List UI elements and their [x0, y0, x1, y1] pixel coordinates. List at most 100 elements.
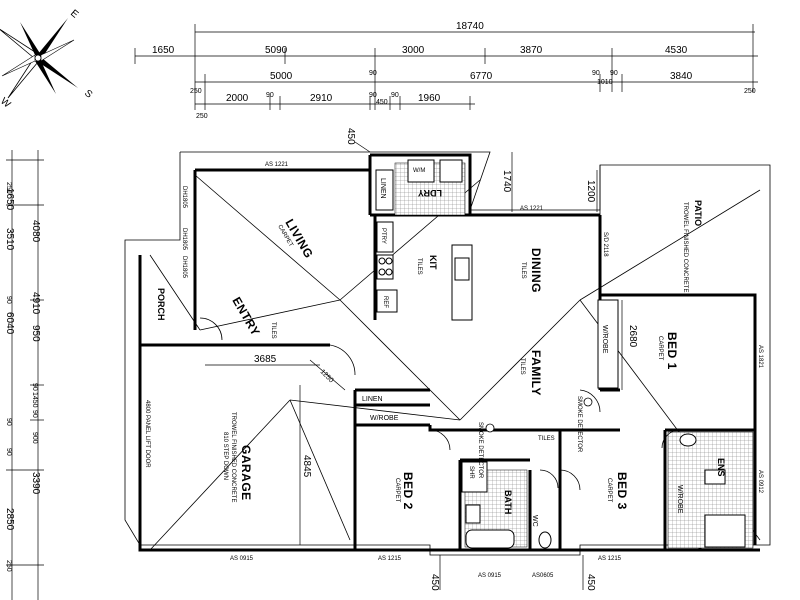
win-as1221-a: AS 1221 — [265, 162, 289, 168]
ldim-16: 2850 — [4, 508, 15, 531]
room-wm: W/M — [413, 168, 425, 174]
room-family-floor: TILES — [519, 358, 525, 375]
pantry-box — [376, 221, 394, 253]
dim-3685: 3685 — [254, 354, 277, 365]
ldim-9: 90 — [31, 383, 38, 391]
dim-low-1: 2000 — [226, 93, 249, 104]
room-ens: ENS — [716, 458, 726, 477]
win-as1215-a: AS 1215 — [378, 556, 402, 562]
dim-low-5: 450 — [376, 99, 388, 106]
dim-mid-3: 6770 — [470, 71, 493, 82]
dim-1250: 1250 — [319, 368, 335, 384]
win-as0605: AS0605 — [532, 573, 554, 579]
room-wc: WC — [531, 515, 538, 527]
win-as1215-b: AS 1215 — [598, 556, 622, 562]
linen-cupboard — [375, 169, 394, 211]
room-patio: PATIO — [693, 200, 703, 226]
ldim-17: 250 — [5, 560, 12, 572]
room-patio-floor: TROWEL FINISHED CONCRETE — [682, 202, 688, 292]
room-bath: BATH — [503, 490, 513, 514]
room-garage-step: 810 STEP DOWN — [222, 432, 228, 480]
dim-low-4: 90 — [369, 92, 377, 99]
room-wrobe-3: W/ROBE — [676, 485, 683, 514]
room-bed1-floor: CARPET — [657, 336, 663, 361]
ens-vanity-icon — [704, 469, 726, 485]
ldim-12: 90 — [5, 418, 12, 426]
win-as0915-b: AS 0915 — [478, 573, 502, 579]
ldim-11: 90 — [31, 410, 38, 418]
dim-mid-5: 90 — [610, 70, 618, 77]
room-family: FAMILY — [529, 350, 543, 396]
room-porch: PORCH — [156, 288, 166, 321]
room-shr: SHR — [468, 466, 474, 479]
smoke-detector-icons — [485, 397, 593, 433]
bath-vanity-icon — [465, 504, 481, 524]
dim-low-end-1: 250 — [196, 113, 208, 120]
laundry-tub-icon — [439, 159, 463, 183]
kitchen-island — [451, 244, 473, 321]
ldim-8: 6040 — [4, 312, 15, 335]
walls — [138, 153, 760, 552]
dim-mid-end-2: 1010 — [597, 79, 613, 86]
dim-mid-end-3: 250 — [744, 88, 756, 95]
fixtures — [375, 159, 746, 549]
left-dimensions — [6, 150, 44, 600]
dim-4845: 4845 — [301, 455, 312, 478]
room-bed2: BED 2 — [401, 472, 415, 510]
dim-overall: 18740 — [456, 21, 484, 32]
dim-low-7: 1960 — [418, 93, 441, 104]
room-bed3: BED 3 — [615, 472, 629, 510]
compass-s: S — [82, 88, 94, 101]
room-garage-floor: TROWEL FINISHED CONCRETE — [230, 412, 236, 502]
win-as1821: AS 1821 — [757, 345, 763, 369]
dim-450-b2: 450 — [585, 574, 596, 591]
ldim-15: 90 — [5, 448, 12, 456]
dim-mid-6: 3840 — [670, 71, 693, 82]
dim-low-3: 2910 — [310, 93, 333, 104]
room-bed2-floor: CARPET — [394, 478, 400, 503]
ldim-13: 900 — [31, 432, 38, 444]
dim-top-1: 1650 — [152, 45, 175, 56]
room-dining: DINING — [529, 248, 543, 293]
dim-mid-4: 90 — [592, 70, 600, 77]
win-sd2118: S/D 2118 — [602, 232, 608, 257]
ens-toilet-icon — [679, 433, 697, 447]
bed1-wardrobe — [597, 299, 619, 389]
top-dimensions — [134, 24, 758, 110]
room-linen-1: LINEN — [379, 178, 386, 199]
smoke-detector-2: SMOKE DETECTOR — [477, 422, 483, 479]
room-fridge: REF — [382, 296, 388, 308]
compass-rose-icon: E W S — [0, 8, 95, 111]
ens-shower — [704, 514, 746, 548]
doors — [199, 317, 681, 491]
room-hall-floor: TILES — [538, 436, 555, 442]
ldim-10: 1450 — [31, 392, 38, 408]
dim-2680: 2680 — [627, 325, 638, 348]
ldim-2: 1650 — [4, 188, 15, 211]
fridge-box — [376, 289, 398, 313]
room-garage: GARAGE — [239, 445, 253, 501]
ldim-1: 250 — [5, 182, 12, 194]
ldim-7: 950 — [30, 325, 41, 342]
bath-tub-icon — [465, 529, 515, 549]
smoke-detector-1: SMOKE DETECTOR — [576, 396, 582, 453]
win-dh1805-c: DH1805 — [181, 256, 187, 279]
win-dh1805-a: DH1805 — [181, 186, 187, 209]
dim-450-b1: 450 — [429, 574, 440, 591]
dim-450-top: 450 — [345, 128, 356, 145]
room-entry-floor: TILES — [270, 322, 276, 339]
win-as0915-a: AS 0915 — [230, 556, 254, 562]
ldim-5: 90 — [5, 296, 12, 304]
dim-top-2: 5090 — [265, 45, 288, 56]
dim-low-2: 90 — [266, 92, 274, 99]
dim-low-6: 90 — [391, 92, 399, 99]
compass-e: E — [68, 8, 80, 21]
sink-icon — [454, 257, 470, 281]
room-linen-2: LINEN — [362, 396, 383, 403]
room-laundry: LDRY — [418, 188, 442, 198]
room-bed3-floor: CARPET — [606, 478, 612, 503]
ldim-6: 4910 — [30, 292, 41, 315]
dim-mid-end-1: 250 — [190, 88, 202, 95]
room-pantry: PTRY — [380, 228, 386, 244]
